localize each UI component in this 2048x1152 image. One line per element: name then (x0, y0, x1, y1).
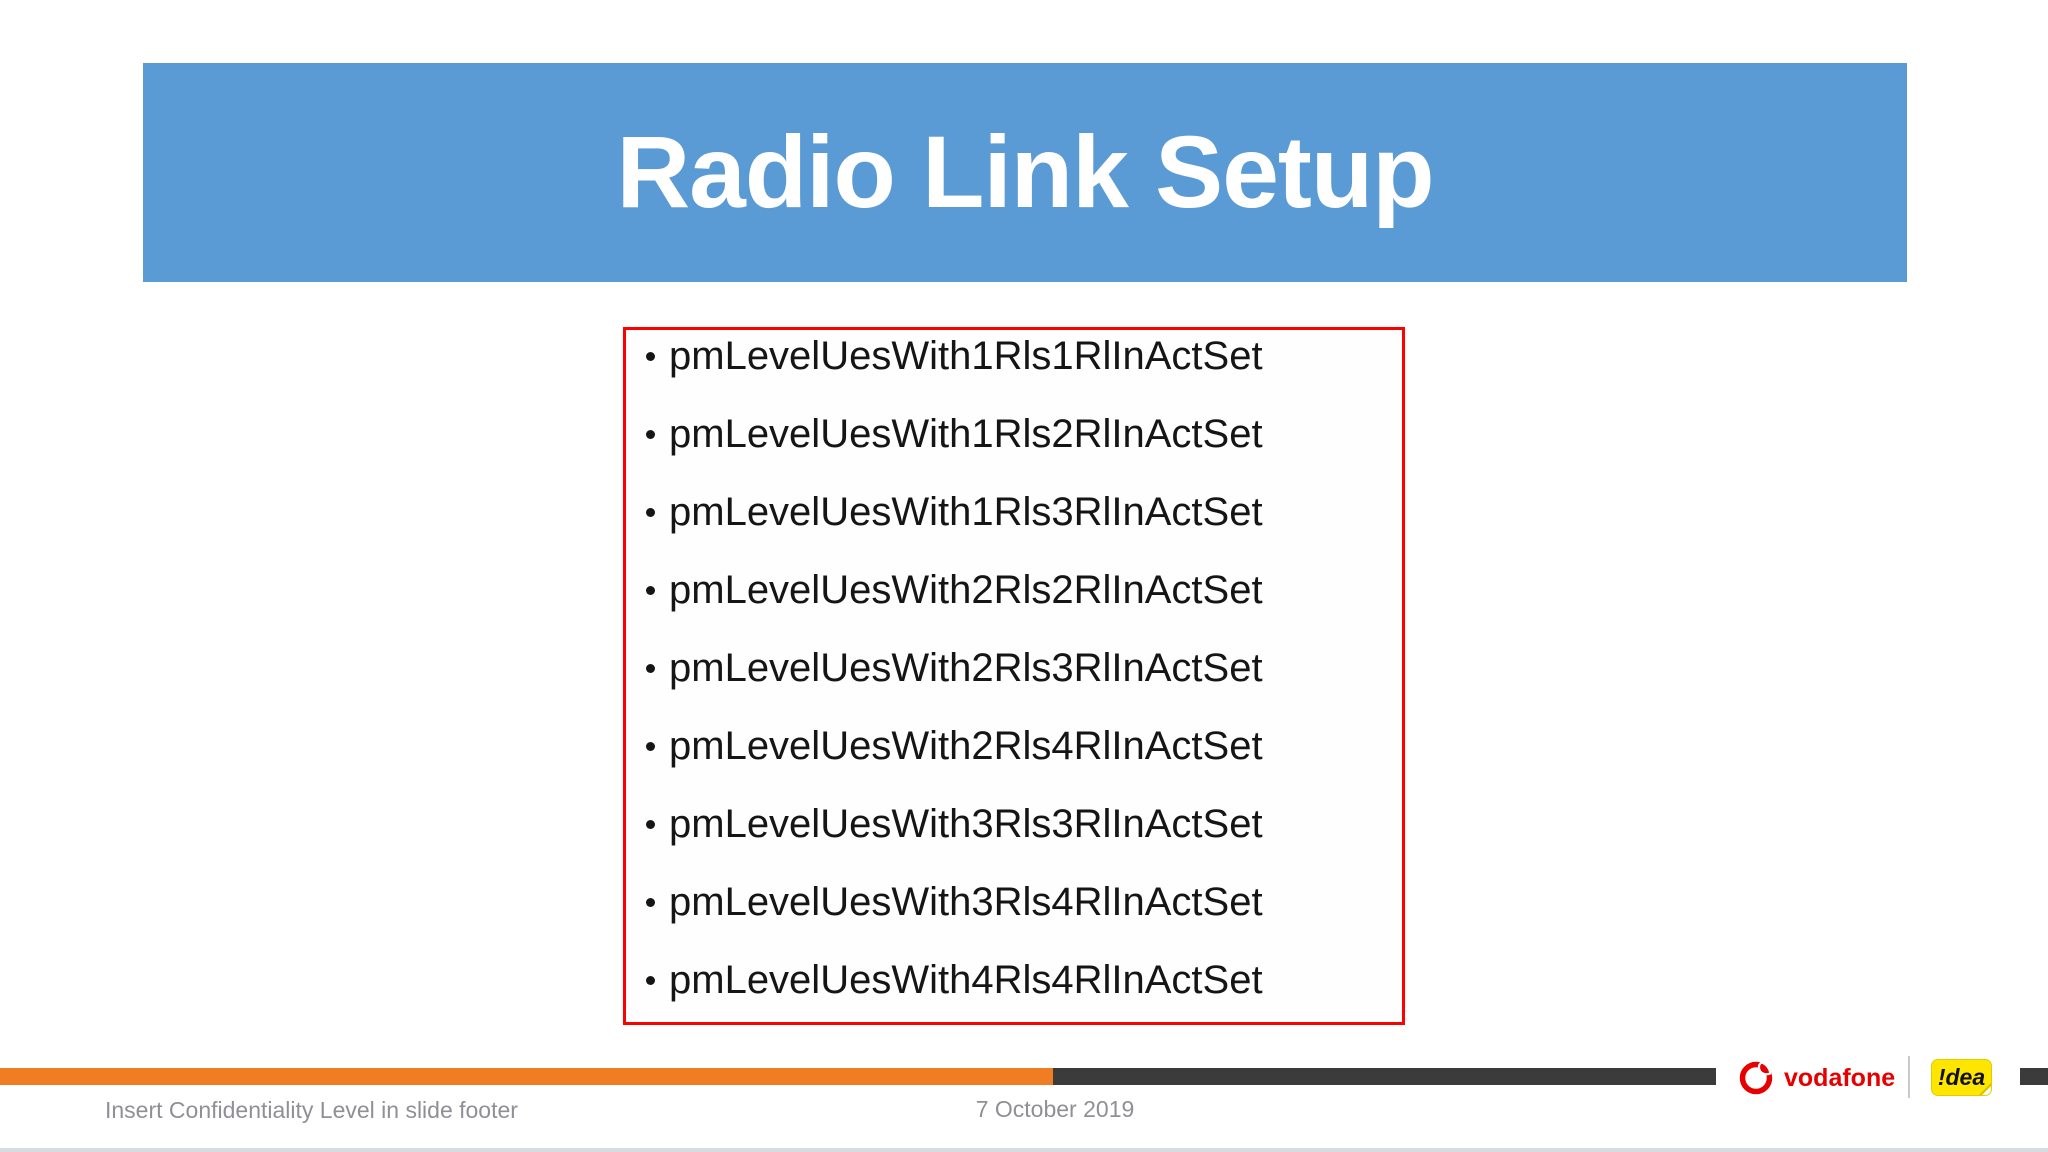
list-item: pmLevelUesWith2Rls4RlInActSet (646, 707, 1402, 785)
footer-bar-dark (1053, 1068, 1716, 1085)
bullet-icon (646, 819, 655, 829)
bullet-icon (646, 429, 655, 439)
bullet-icon (646, 663, 655, 673)
counter-box: pmLevelUesWith1Rls1RlInActSet pmLevelUes… (623, 327, 1405, 1025)
counter-label: pmLevelUesWith2Rls3RlInActSet (669, 645, 1263, 690)
list-item: pmLevelUesWith1Rls2RlInActSet (646, 395, 1402, 473)
list-item: pmLevelUesWith2Rls2RlInActSet (646, 551, 1402, 629)
counter-list: pmLevelUesWith1Rls1RlInActSet pmLevelUes… (646, 317, 1402, 1019)
list-item: pmLevelUesWith2Rls3RlInActSet (646, 629, 1402, 707)
counter-label: pmLevelUesWith3Rls4RlInActSet (669, 879, 1263, 924)
vodafone-logo: vodafone (1739, 1060, 1895, 1096)
confidentiality-footer-text: Insert Confidentiality Level in slide fo… (105, 1097, 518, 1123)
counter-label: pmLevelUesWith3Rls3RlInActSet (669, 801, 1263, 846)
counter-label: pmLevelUesWith1Rls3RlInActSet (669, 489, 1263, 534)
footer-bar-right-segment (2020, 1068, 2048, 1085)
counter-label: pmLevelUesWith2Rls4RlInActSet (669, 723, 1263, 768)
list-item: pmLevelUesWith1Rls3RlInActSet (646, 473, 1402, 551)
slide-bottom-edge (0, 1148, 2048, 1152)
idea-logo: !dea (1931, 1059, 1992, 1096)
list-item: pmLevelUesWith3Rls3RlInActSet (646, 785, 1402, 863)
counter-label: pmLevelUesWith4Rls4RlInActSet (669, 957, 1263, 1002)
counter-label: pmLevelUesWith1Rls1RlInActSet (669, 333, 1263, 378)
bullet-icon (646, 897, 655, 907)
slide-date: 7 October 2019 (975, 1096, 1135, 1122)
page-title: Radio Link Setup (616, 115, 1434, 229)
logo-divider (1908, 1056, 1910, 1098)
list-item: pmLevelUesWith1Rls1RlInActSet (646, 317, 1402, 395)
title-banner: Radio Link Setup (143, 63, 1907, 282)
idea-wordmark: !dea (1937, 1064, 1986, 1090)
bullet-icon (646, 507, 655, 517)
bullet-icon (646, 975, 655, 985)
counter-label: pmLevelUesWith1Rls2RlInActSet (669, 411, 1263, 456)
list-item: pmLevelUesWith3Rls4RlInActSet (646, 863, 1402, 941)
footer-bar-orange (0, 1068, 1053, 1085)
vodafone-wordmark: vodafone (1784, 1063, 1896, 1092)
counter-label: pmLevelUesWith2Rls2RlInActSet (669, 567, 1263, 612)
bullet-icon (646, 741, 655, 751)
vodafone-speechmark-icon (1739, 1061, 1773, 1095)
bullet-icon (646, 351, 655, 361)
list-item: pmLevelUesWith4Rls4RlInActSet (646, 941, 1402, 1019)
bullet-icon (646, 585, 655, 595)
